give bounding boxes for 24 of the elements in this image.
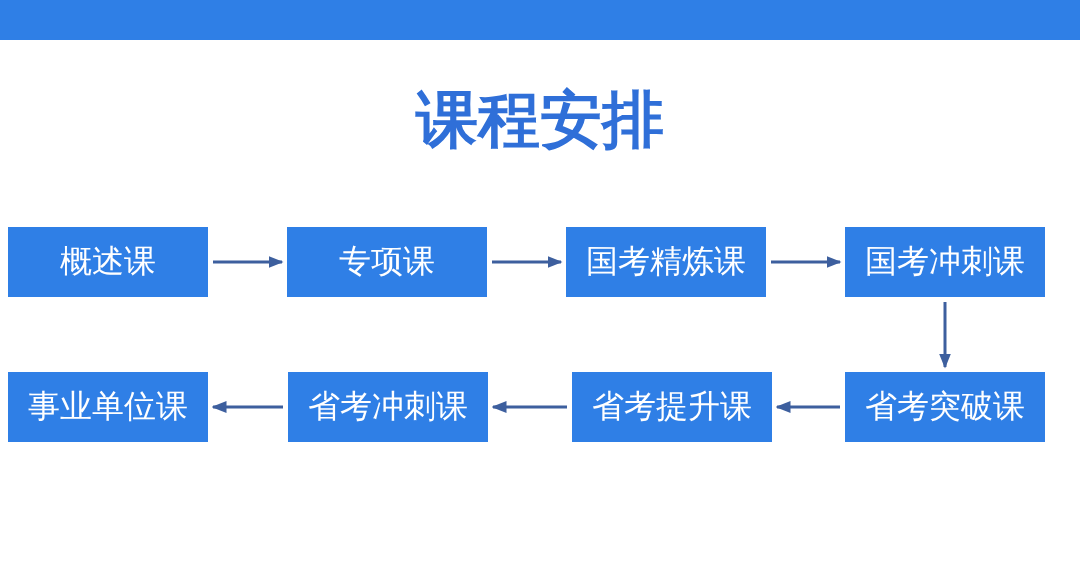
arrow [492,256,563,268]
course-label: 事业单位课 [28,386,188,427]
course-box [288,372,488,442]
arrow [491,401,567,413]
course-label: 国考精炼课 [586,241,746,282]
arrow [771,256,842,268]
course-label: 省考冲刺课 [308,386,468,427]
arrow [213,256,284,268]
title: 课程安排 [416,83,664,156]
course-box [845,372,1045,442]
course-box [572,372,772,442]
course-label: 省考突破课 [865,386,1025,427]
course-label: 概述课 [60,241,156,282]
course-box [287,227,487,297]
arrow [939,302,951,369]
course-label: 省考提升课 [592,386,752,427]
course-box [845,227,1045,297]
course-box [8,372,208,442]
course-label: 国考冲刺课 [865,241,1025,282]
course-label: 专项课 [339,241,435,282]
arrow [775,401,840,413]
course-box [8,227,208,297]
course-box [566,227,766,297]
arrow [211,401,283,413]
